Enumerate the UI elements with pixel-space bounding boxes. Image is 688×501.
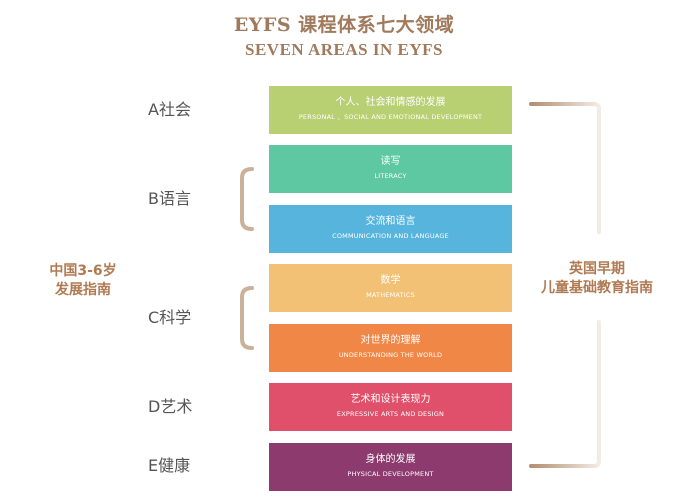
box-physical-development: 身体的发展 PHYSICAL DEVELOPMENT [269, 443, 512, 491]
right-bracket [529, 102, 601, 468]
box-en-label: LITERACY [374, 172, 407, 180]
area-label-social: A社会 [148, 100, 191, 119]
box-en-label: UNDERSTANDING THE WORLD [338, 351, 443, 359]
box-cn-label: 读写 [380, 156, 401, 167]
box-cn-label: 艺术和设计表现力 [350, 394, 431, 405]
left-side-label-line1: 中国3-6岁 [49, 263, 117, 279]
box-en-label: PERSONAL 、SOCIAL AND EMOTIONAL DEVELOPME… [298, 113, 483, 121]
box-en-label: COMMUNICATION AND LANGUAGE [332, 232, 449, 240]
box-personal-social-emotional: 个人、社会和情感的发展 PERSONAL 、SOCIAL AND EMOTION… [269, 86, 512, 134]
title-cn: EYFS 课程体系七大领域 [233, 14, 455, 36]
title-en: SEVEN AREAS IN EYFS [245, 40, 443, 59]
area-label-art: D艺术 [148, 397, 193, 416]
box-en-label: EXPRESSIVE ARTS AND DESIGN [336, 410, 445, 418]
area-connectors [210, 108, 254, 468]
box-cn-label: 交流和语言 [365, 216, 416, 227]
box-understanding-world: 对世界的理解 UNDERSTANDING THE WORLD [269, 324, 512, 372]
right-side-label-line2: 儿童基础教育指南 [541, 280, 653, 296]
box-cn-label: 对世界的理解 [360, 335, 421, 346]
box-cn-label: 数学 [380, 275, 401, 286]
box-en-label: MATHEMATICS [366, 291, 415, 299]
box-literacy: 读写 LITERACY [269, 145, 512, 193]
area-label-science: C科学 [148, 308, 192, 327]
box-communication-language: 交流和语言 COMMUNICATION AND LANGUAGE [269, 205, 512, 253]
area-label-health: E健康 [148, 456, 191, 475]
box-cn-label: 个人、社会和情感的发展 [335, 97, 446, 108]
box-mathematics: 数学 MATHEMATICS [269, 264, 512, 312]
left-side-label-line2: 发展指南 [55, 282, 111, 298]
box-en-label: PHYSICAL DEVELOPMENT [347, 470, 434, 478]
left-bracket [81, 108, 140, 468]
box-cn-label: 身体的发展 [365, 454, 416, 465]
box-expressive-arts: 艺术和设计表现力 EXPRESSIVE ARTS AND DESIGN [269, 383, 512, 431]
left-side-label: 中国3-6岁 发展指南 [40, 262, 126, 300]
right-side-label: 英国早期 儿童基础教育指南 [530, 260, 664, 298]
area-label-language: B语言 [148, 189, 191, 208]
right-side-label-line1: 英国早期 [569, 261, 625, 277]
